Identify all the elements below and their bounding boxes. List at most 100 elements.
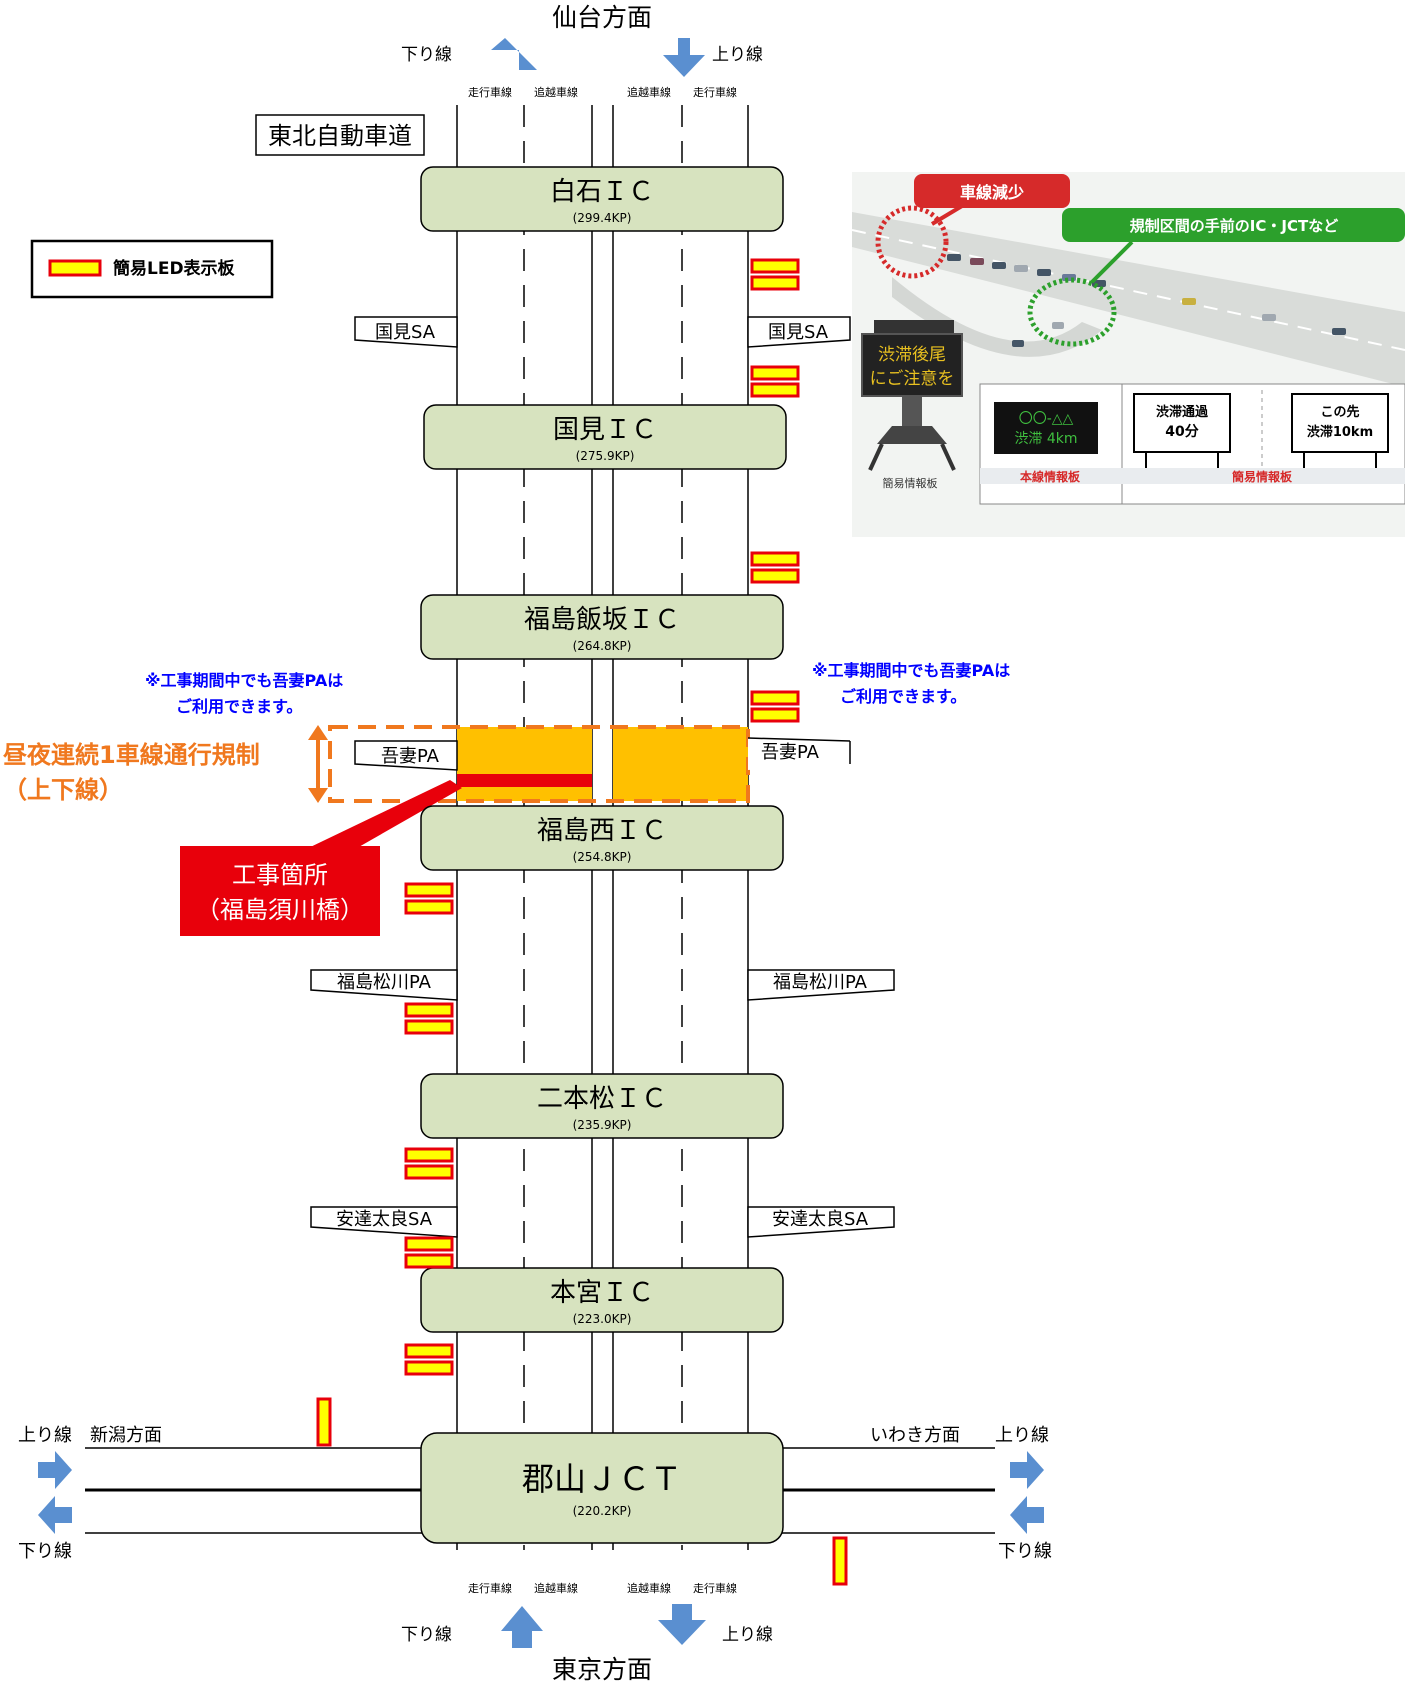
work-site-label-line1: 工事箇所 (232, 861, 328, 889)
ic-shiroishi: 白石ＩＣ (299.4KP) (420, 166, 784, 232)
arrow-down-icon (663, 38, 705, 77)
led-board-icon (832, 1536, 848, 1586)
svg-text:安達太良SA: 安達太良SA (772, 1209, 869, 1230)
azuma-note-right-line1: ※工事期間中でも吾妻PAは (812, 661, 1010, 680)
ic-fukushima-nishi: 福島西ＩＣ (254.8KP) (420, 805, 784, 871)
led-board-icon (404, 882, 454, 915)
before-section-callout (1062, 208, 1405, 242)
arrow-left-icon (38, 1496, 72, 1534)
work-site-label-line2: （福島須川橋） (196, 896, 364, 924)
pa-matsukawa-left: 福島松川PA (310, 969, 458, 1001)
svg-text:簡易情報板: 簡易情報板 (883, 476, 938, 490)
simple-board-label: 簡易情報板 (1232, 469, 1293, 484)
led-board-icon (404, 1002, 454, 1035)
lane-label-passing: 追越車線 (534, 1581, 578, 1595)
simple-board-a-line1: 渋滞通過 (1156, 404, 1209, 420)
svg-text:福島松川PA: 福島松川PA (773, 972, 868, 993)
lane-label-travel: 走行車線 (468, 85, 512, 99)
bottom-down-line-label: 下り線 (401, 1625, 452, 1645)
svg-text:吾妻PA: 吾妻PA (381, 746, 440, 767)
before-section-marker (1027, 277, 1117, 347)
led-board-icon (750, 258, 800, 291)
led-board-icon (750, 551, 800, 584)
svg-text:(264.8KP): (264.8KP) (573, 639, 632, 653)
lane-reduction-callout (914, 174, 1070, 208)
arrow-left-icon (1010, 1496, 1044, 1534)
before-section-pointer (1090, 240, 1134, 284)
led-board-icon (404, 1147, 454, 1180)
regulation-zone-up (613, 727, 748, 801)
svg-text:(299.4KP): (299.4KP) (573, 211, 632, 225)
east-down-line-label: 下り線 (998, 1541, 1052, 1562)
svg-text:白石ＩＣ: 白石ＩＣ (550, 177, 654, 207)
led-board-icon (750, 365, 800, 398)
pa-matsukawa-right: 福島松川PA (747, 969, 895, 1001)
svg-text:にご注意を: にご注意を (870, 369, 955, 389)
main-board-label: 本線情報板 (1020, 469, 1081, 484)
lane-label-travel: 走行車線 (693, 85, 737, 99)
lane-label-travel: 走行車線 (468, 1581, 512, 1595)
simple-board-b-line1: この先 (1320, 404, 1359, 420)
svg-text:郡山ＪＣＴ: 郡山ＪＣＴ (522, 1460, 682, 1498)
work-site-marker (457, 774, 592, 787)
regulation-zone-down (457, 727, 592, 801)
top-up-line-label: 上り線 (712, 45, 763, 65)
svg-text:(254.8KP): (254.8KP) (573, 850, 632, 864)
sa-adatara-right: 安達太良SA (747, 1206, 895, 1238)
east-up-line-label: 上り線 (995, 1425, 1049, 1446)
svg-text:国見SA: 国見SA (375, 322, 436, 343)
top-down-line-label: 下り線 (401, 45, 452, 65)
azuma-note-right-line2: ご利用できます。 (840, 687, 966, 706)
pa-azuma-left: 吾妻PA (354, 740, 458, 771)
lane-label-passing: 追越車線 (627, 85, 671, 99)
east-direction-label: いわき方面 (870, 1425, 960, 1446)
lane-reduction-label: 車線減少 (960, 183, 1024, 202)
arrow-up-icon (501, 1606, 543, 1648)
svg-text:福島飯坂ＩＣ: 福島飯坂ＩＣ (524, 605, 680, 635)
simple-board-b (1291, 393, 1389, 453)
legend-label: 簡易LED表示板 (112, 258, 236, 279)
lane-label-travel: 走行車線 (693, 1581, 737, 1595)
bottom-up-line-label: 上り線 (722, 1625, 773, 1645)
ic-motomiya: 本宮ＩＣ (223.0KP) (420, 1267, 784, 1333)
main-board-line1: 〇〇-△△ (1019, 411, 1074, 427)
svg-text:国見SA: 国見SA (768, 322, 829, 343)
svg-text:国見ＩＣ: 国見ＩＣ (553, 415, 657, 445)
azuma-note-left-line1: ※工事期間中でも吾妻PAは (145, 671, 343, 690)
regulation-label-line2: （上下線） (3, 776, 123, 804)
west-up-line-label: 上り線 (18, 1425, 72, 1446)
svg-text:二本松ＩＣ: 二本松ＩＣ (537, 1084, 667, 1114)
highway-surface (852, 212, 1405, 387)
main-board-line2: 渋滞 4km (1014, 431, 1077, 447)
led-board-icon (404, 1236, 454, 1269)
ic-kunimi: 国見ＩＣ (275.9KP) (423, 404, 787, 470)
regulation-label-line1: 昼夜連続1車線通行規制 (3, 741, 260, 769)
svg-text:安達太良SA: 安達太良SA (336, 1209, 433, 1230)
simple-board-a (1133, 393, 1231, 453)
arrow-right-icon (38, 1451, 72, 1489)
simple-board-b-line2: 渋滞10km (1307, 424, 1373, 440)
portable-vms: 渋滞後尾 にご注意を 簡易情報板 (861, 320, 963, 490)
sa-adatara-left: 安達太良SA (310, 1206, 458, 1238)
svg-text:(235.9KP): (235.9KP) (573, 1118, 632, 1132)
page-title: 東北自動車道 (268, 122, 412, 150)
inset-illustration: 車線減少 規制区間の手前のIC・JCTなど 渋滞後尾 にご注意を 簡易情報板 〇… (852, 172, 1405, 537)
svg-text:(220.2KP): (220.2KP) (573, 1504, 632, 1518)
legend: 簡易LED表示板 (30, 239, 274, 299)
led-board-icon (48, 259, 102, 277)
arrow-up-icon (491, 38, 537, 70)
title-box (255, 114, 425, 156)
svg-text:(275.9KP): (275.9KP) (576, 449, 635, 463)
sa-kunimi-right: 国見SA (747, 316, 851, 348)
arrow-down-icon (658, 1604, 706, 1645)
pa-azuma-right: 吾妻PA (747, 737, 851, 770)
sa-kunimi-left: 国見SA (354, 316, 458, 348)
lane-label-passing: 追越車線 (534, 85, 578, 99)
svg-text:渋滞後尾: 渋滞後尾 (878, 345, 946, 365)
arrow-right-icon (1010, 1451, 1044, 1489)
before-section-label: 規制区間の手前のIC・JCTなど (1130, 217, 1338, 235)
ic-fukushima-iizaka: 福島飯坂ＩＣ (264.8KP) (420, 594, 784, 660)
north-direction-label: 仙台方面 (552, 3, 652, 32)
